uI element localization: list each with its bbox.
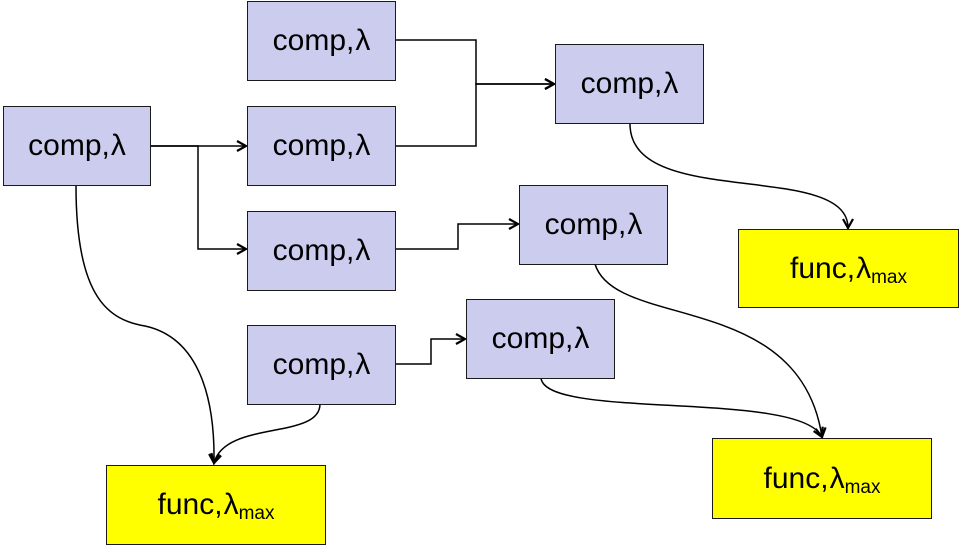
lambda-symbol: λ (627, 208, 643, 241)
comp-node-mid-upper: comp,λ (247, 106, 396, 186)
node-label: func, (157, 488, 223, 521)
lambda-symbol: λ (223, 488, 239, 521)
edge-c7-f2 (540, 377, 822, 437)
edge-c6-f3 (214, 403, 321, 463)
comp-node-left: comp,λ (3, 106, 151, 186)
comp-node-top: comp,λ (247, 1, 396, 81)
lambda-symbol: λ (110, 129, 126, 162)
max-subscript: max (871, 266, 907, 288)
node-label: func, (790, 251, 856, 285)
node-label: comp, (544, 208, 627, 241)
max-subscript: max (238, 503, 275, 524)
lambda-symbol: λ (355, 129, 371, 162)
lambda-symbol: λ (663, 67, 679, 100)
node-label: comp, (272, 129, 355, 162)
lambda-symbol: λ (355, 348, 371, 381)
edge-c6-c7 (396, 339, 465, 365)
node-label: comp, (491, 322, 574, 355)
node-label: func, (763, 461, 829, 495)
lambda-symbol: λ (355, 234, 371, 267)
comp-node-right-mid: comp,λ (519, 185, 668, 265)
edge-c1-c4 (396, 39, 554, 84)
node-label: comp, (272, 234, 355, 267)
lambda-symbol: λ (574, 322, 590, 355)
edge-c2-c4 (396, 84, 554, 147)
node-label: comp, (272, 348, 355, 381)
edge-c5-f2 (594, 263, 822, 437)
node-label: comp, (272, 24, 355, 57)
comp-node-bottom-right: comp,λ (466, 299, 615, 379)
edge-c0-f3 (75, 185, 214, 463)
comp-node-mid-lower: comp,λ (247, 211, 396, 291)
comp-node-bottom-left: comp,λ (247, 325, 396, 405)
comp-node-right-top: comp,λ (555, 44, 704, 124)
node-label: comp, (580, 67, 663, 100)
edge-c0-c3 (150, 145, 246, 249)
edge-c4-f1 (629, 123, 848, 228)
edge-c3-c5 (396, 224, 518, 250)
node-label: comp, (28, 129, 110, 162)
lambda-symbol: λ (829, 461, 845, 495)
lambda-symbol: λ (856, 251, 872, 285)
lambda-symbol: λ (355, 24, 371, 57)
max-subscript: max (844, 476, 881, 498)
